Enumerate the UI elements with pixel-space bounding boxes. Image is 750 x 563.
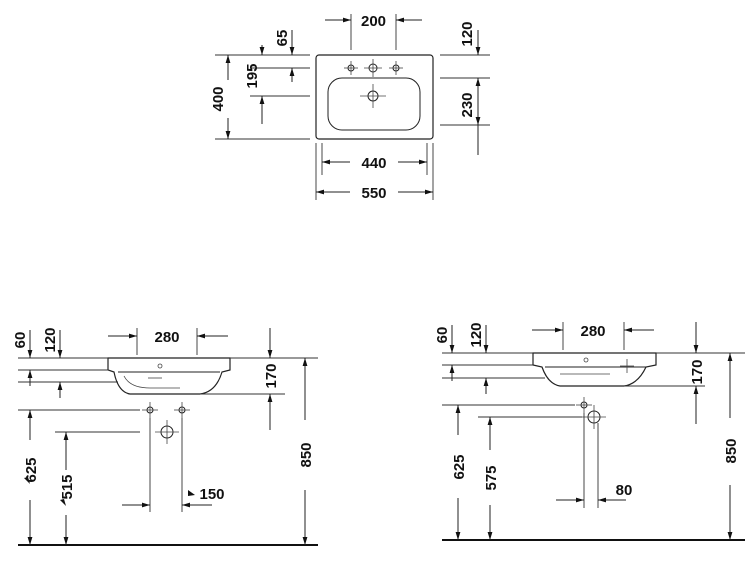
front-view-basin xyxy=(107,357,231,395)
side-dim-625: 625 xyxy=(451,454,468,479)
top-dim-230: 230 xyxy=(459,92,476,117)
top-dim-440: 440 xyxy=(361,155,386,172)
top-dim-120: 120 xyxy=(459,21,476,46)
top-view-basin-outline xyxy=(315,54,434,140)
side-view: 280 60 120 170 850 625 575 80 xyxy=(434,322,745,541)
side-dim-280: 280 xyxy=(580,323,605,340)
top-view-bowl xyxy=(327,77,421,131)
top-dim-550: 550 xyxy=(361,185,386,202)
front-dim-625: 625 xyxy=(23,457,40,482)
top-dim-195: 195 xyxy=(244,63,261,88)
front-view: 280 60 120 170 850 625 515 150 xyxy=(12,327,318,546)
top-view: 200 120 230 65 195 400 440 xyxy=(210,13,490,202)
front-dim-170: 170 xyxy=(263,363,280,388)
top-dim-65: 65 xyxy=(274,30,291,47)
side-view-basin xyxy=(532,352,657,387)
side-dim-575: 575 xyxy=(483,465,500,490)
side-dim-170: 170 xyxy=(689,359,706,384)
front-dim-515: 515 xyxy=(59,474,76,499)
side-dim-80: 80 xyxy=(616,482,633,499)
front-dim-120: 120 xyxy=(42,327,59,352)
side-dim-850: 850 xyxy=(723,438,740,463)
front-dim-60: 60 xyxy=(12,332,29,349)
side-dim-120: 120 xyxy=(468,322,485,347)
top-dim-400: 400 xyxy=(210,86,227,111)
front-dim-150: 150 xyxy=(199,486,224,503)
side-dim-60: 60 xyxy=(434,327,451,344)
front-dim-280: 280 xyxy=(154,329,179,346)
front-dim-850: 850 xyxy=(298,442,315,467)
top-dim-200: 200 xyxy=(361,13,386,30)
